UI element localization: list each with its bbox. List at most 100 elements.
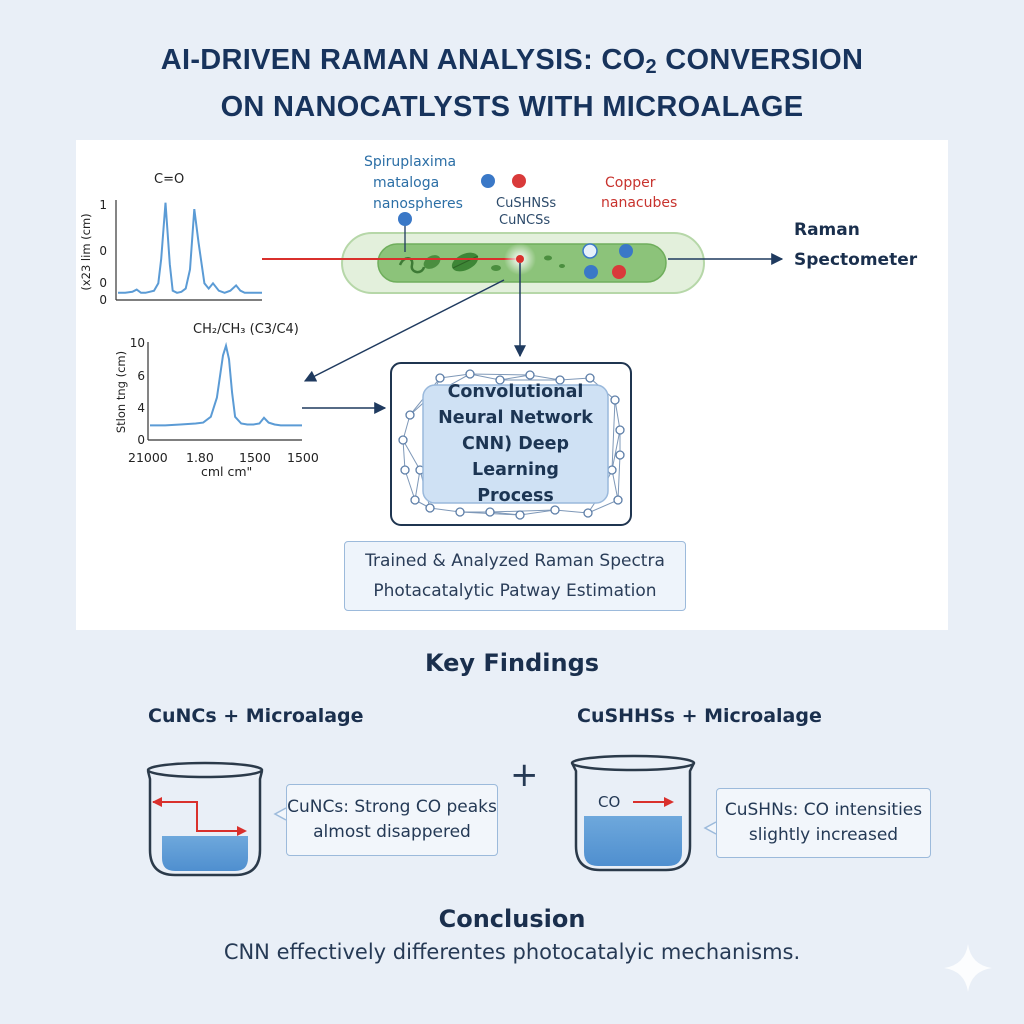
nanosphere-particle (584, 265, 598, 279)
network-edge (611, 399, 616, 471)
cnn-label-box (422, 384, 609, 504)
network-edge (439, 373, 471, 379)
network-edge (529, 374, 561, 381)
network-node (610, 395, 620, 405)
callout-left-pointer (273, 807, 287, 821)
cushns-legend-dot-blue (481, 174, 495, 188)
network-node (515, 510, 525, 520)
key-findings-heading: Key Findings (424, 649, 600, 677)
microalgae-label: Spiruplaxima (364, 154, 456, 170)
cushns-label: CuSHNSs (496, 196, 556, 211)
cnn-box (390, 362, 632, 526)
network-node (550, 505, 560, 515)
network-edge (469, 373, 501, 381)
network-edge (587, 499, 619, 514)
network-edge (617, 454, 621, 501)
network-edge (402, 439, 406, 471)
callout-right: CuSHNs: CO intensities slightly increase… (716, 788, 931, 858)
chart-2-spectrum-line (150, 341, 302, 427)
network-edge (554, 509, 589, 514)
chart-1-y-label: (x23 lim (cm) (79, 213, 93, 290)
network-node (435, 373, 445, 383)
chart-2-xtick: 1500 (239, 450, 271, 465)
network-node (425, 503, 435, 513)
nanosphere-particle (619, 244, 633, 258)
title-line-1: AI-DRIVEN RAMAN ANALYSIS: CO2 CONVERSION (160, 44, 864, 78)
chart-2-ytick: 0 (137, 433, 145, 447)
beaker-left-arrowhead (152, 797, 162, 807)
network-edge (559, 377, 591, 381)
network-node (465, 369, 475, 379)
network-node (583, 508, 593, 518)
result-box: Trained & Analyzed Raman Spectra Photaca… (344, 541, 686, 611)
beaker-right: CO (570, 754, 696, 872)
nanosphere-legend-dot (398, 212, 412, 226)
network-edge (519, 509, 556, 516)
network-edge (402, 439, 421, 471)
beaker-right-rim (570, 754, 696, 772)
beaker-right-co-label: CO (598, 793, 620, 811)
case-right-label: CuSHHSs + Microalage (577, 705, 822, 727)
arrow-to-spectrum (303, 279, 505, 382)
network-node (615, 450, 625, 460)
conclusion-text: CNN effectively differentes photocatalyi… (223, 940, 801, 964)
network-node (485, 507, 495, 517)
beaker-left-glass (146, 770, 264, 877)
beaker-right-arrowhead (664, 797, 674, 807)
beaker-left-rim (146, 761, 264, 779)
beaker-left-liquid (162, 836, 248, 871)
network-edge (611, 429, 621, 471)
network-node (405, 410, 415, 420)
network-edge (611, 469, 619, 501)
chart-1-peak-label: C=O (154, 172, 184, 187)
network-edge (469, 373, 531, 376)
nanosphere-particle (582, 243, 598, 259)
chart-1-ytick: 1 (99, 198, 107, 212)
chart-1-spectrum-line (118, 202, 262, 294)
network-node (555, 375, 565, 385)
callout-left: CuNCs: Strong CO peaks almost disappered (286, 784, 498, 856)
network-edge (499, 374, 531, 381)
chart-2-y-label: Stlon tng (cm) (114, 351, 128, 433)
result-line-1: Trained & Analyzed Raman Spectra (365, 551, 665, 571)
beaker-left-arrow (153, 801, 245, 832)
beaker-right-glass (570, 762, 696, 872)
case-left-label: CuNCs + Microalage (148, 705, 364, 727)
nanocube-particle (612, 265, 626, 279)
chart-2-peak-label: CH₂/CH₃ (C3/C4) (193, 322, 299, 337)
callout-right-pointer (703, 821, 717, 835)
network-node (455, 507, 465, 517)
chart-2-xtick: 21000 (128, 450, 168, 465)
network-node (410, 495, 420, 505)
cushns-label: CuNCSs (499, 213, 550, 228)
network-node (607, 465, 617, 475)
result-line-2: Photacatalytic Patway Estimation (373, 581, 657, 601)
network-node (613, 495, 623, 505)
microalgae-label: mataloga (373, 175, 439, 191)
plus-sign: + (510, 755, 539, 795)
chart-2-ytick: 6 (137, 369, 145, 383)
spectrum-chart-1: C=O 1 0 0 0 (x23 lim (cm) (79, 172, 262, 307)
spectrum-chart-2: CH₂/CH₃ (C3/C4) 10 6 4 0 21000 1.80 1500… (114, 322, 319, 479)
network-node (525, 370, 535, 380)
network-edge (429, 507, 461, 513)
network-node (495, 375, 505, 385)
chart-2-x-label: cml cm" (201, 464, 252, 479)
laser-focus-point (516, 255, 524, 263)
chart-2-xtick: 1.80 (186, 450, 214, 465)
spectrometer-label: Raman (794, 220, 860, 240)
chart-2-ytick: 10 (130, 336, 145, 350)
network-node (400, 465, 410, 475)
beaker-left-arrowhead (237, 826, 247, 836)
title-line-2: ON NANOCATLYSTS WITH MICROALAGE (220, 91, 804, 123)
network-edge (404, 469, 416, 501)
copper-label: nanacubes (601, 195, 677, 211)
network-edge (414, 469, 421, 501)
cushns-legend-dot-red (512, 174, 526, 188)
spectrometer-label: Spectometer (794, 250, 918, 270)
algae-icon (398, 252, 565, 274)
conclusion-heading: Conclusion (438, 905, 586, 933)
chart-1-ytick: 0 (99, 293, 107, 307)
cnn-label: Convolutional Neural Network CNN) Deep L… (438, 382, 593, 506)
